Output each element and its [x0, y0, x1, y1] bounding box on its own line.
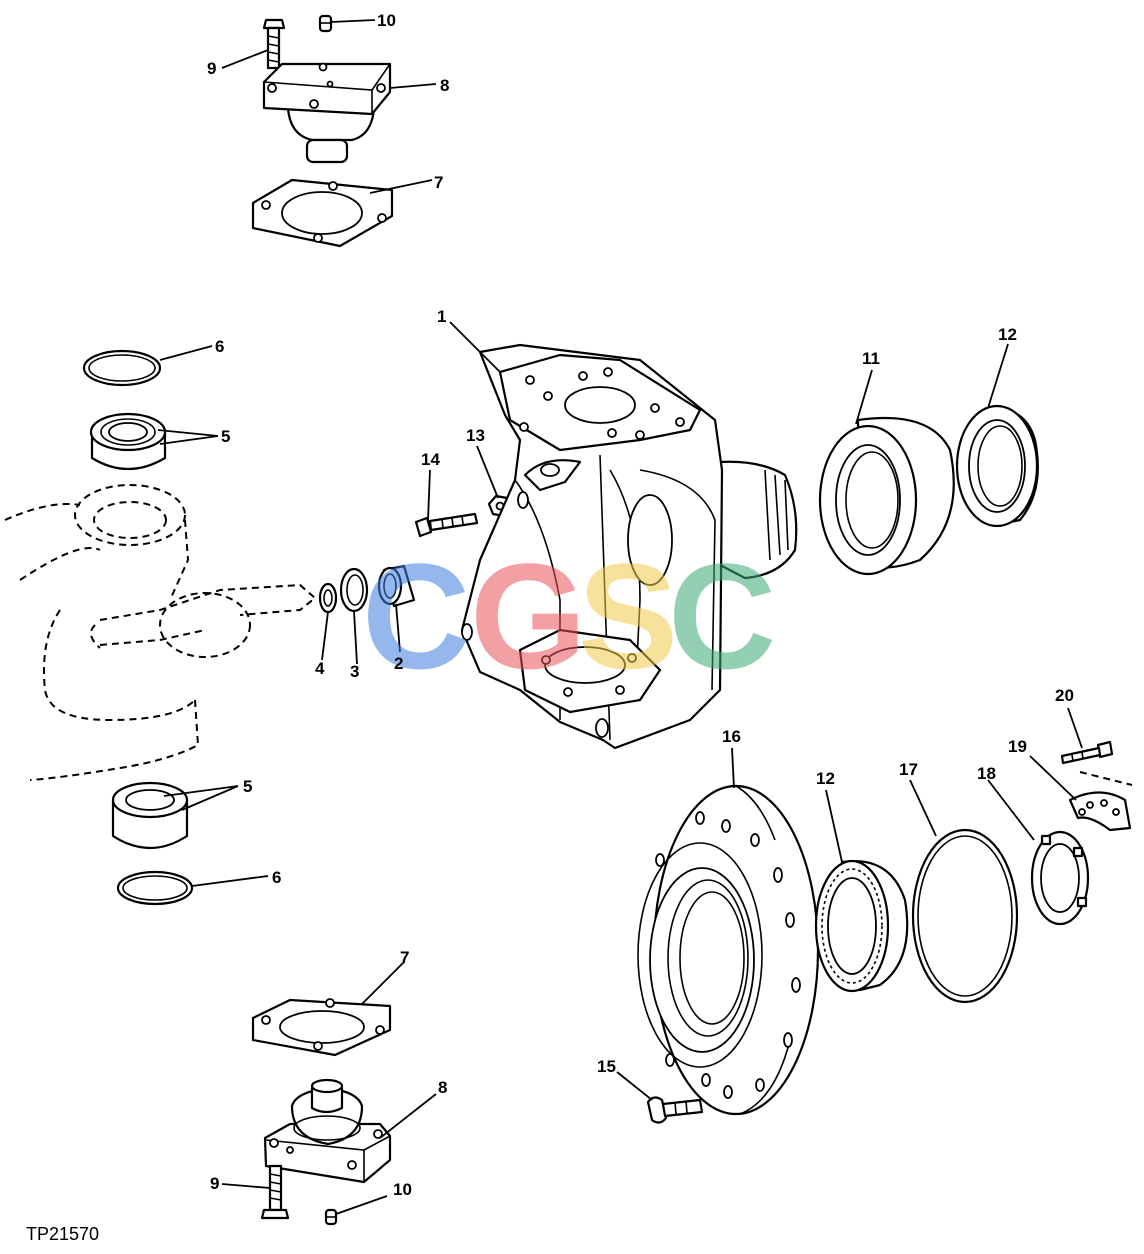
washer-part-3 [339, 567, 369, 613]
callout-6-lower: 6 [272, 868, 281, 887]
callout-labels: 1 2 3 4 5 5 6 6 7 7 8 8 9 9 10 10 11 12 … [207, 11, 1074, 1199]
callout-12-lower: 12 [816, 769, 835, 788]
bearing-part-12-lower [814, 859, 909, 993]
bolt-part-20 [1060, 740, 1133, 786]
bottom-bolt-part-9 [260, 1164, 290, 1220]
callout-19: 19 [1008, 737, 1027, 756]
top-nut-part-10 [318, 14, 333, 33]
wheel-hub-part-16 [637, 784, 820, 1116]
lower-oring-part-6 [116, 870, 194, 906]
seal-part-4 [318, 582, 338, 614]
leader-lines [157, 19, 1083, 1215]
drawing-id: TP21570 [26, 1224, 99, 1244]
callout-13: 13 [466, 426, 485, 445]
cgsc-watermark: C G S C [362, 532, 776, 700]
bolt-part-14 [414, 512, 479, 538]
bottom-ball-joint-part-8 [263, 1078, 392, 1184]
bottom-nut-part-10 [324, 1208, 338, 1226]
callout-10-lower: 10 [393, 1180, 412, 1199]
callout-15: 15 [597, 1057, 616, 1076]
callout-4: 4 [315, 659, 325, 678]
callout-6-upper: 6 [215, 337, 224, 356]
watermark-letter-c: C [362, 532, 470, 700]
callout-5-lower: 5 [243, 777, 252, 796]
callout-14: 14 [421, 450, 440, 469]
callout-7-lower: 7 [400, 948, 409, 967]
top-ball-joint-part-8 [262, 62, 392, 164]
callout-9-lower: 9 [210, 1174, 219, 1193]
oring-part-17 [911, 828, 1019, 1004]
bushing-part-2 [377, 564, 416, 608]
callout-11: 11 [862, 349, 880, 368]
callout-3: 3 [350, 662, 359, 681]
bearing-cup-part-12-upper [955, 404, 1039, 528]
callout-16: 16 [722, 727, 741, 746]
callout-20: 20 [1055, 686, 1074, 705]
axle-housing-phantom [4, 484, 317, 781]
callout-17: 17 [899, 760, 918, 779]
seal-part-11 [818, 416, 955, 576]
callout-8-upper: 8 [440, 76, 449, 95]
upper-oring-part-6 [82, 349, 162, 387]
callout-12-upper: 12 [998, 325, 1017, 344]
callout-8-lower: 8 [438, 1078, 447, 1097]
top-bolt-part-9 [262, 18, 286, 70]
callout-9-upper: 9 [207, 59, 216, 78]
bottom-shim-part-7 [251, 998, 392, 1057]
watermark-letter-g: G [470, 532, 587, 700]
callout-1: 1 [437, 307, 446, 326]
callout-2: 2 [394, 654, 403, 673]
watermark-letter-c2: C [668, 532, 776, 700]
top-shim-part-7 [251, 178, 394, 248]
callout-5-upper: 5 [221, 427, 230, 446]
callout-10-upper: 10 [377, 11, 396, 30]
lower-bearing-part-5 [111, 781, 189, 850]
callout-18: 18 [977, 764, 996, 783]
lock-nut-part-18 [1030, 830, 1090, 926]
wheel-stud-part-15 [646, 1096, 704, 1124]
steering-knuckle-part-1 [460, 343, 798, 750]
callout-7-upper: 7 [434, 173, 443, 192]
watermark-letter-s: S [578, 532, 678, 700]
upper-bearing-part-5 [89, 412, 167, 471]
lock-plate-part-19 [1068, 791, 1132, 832]
